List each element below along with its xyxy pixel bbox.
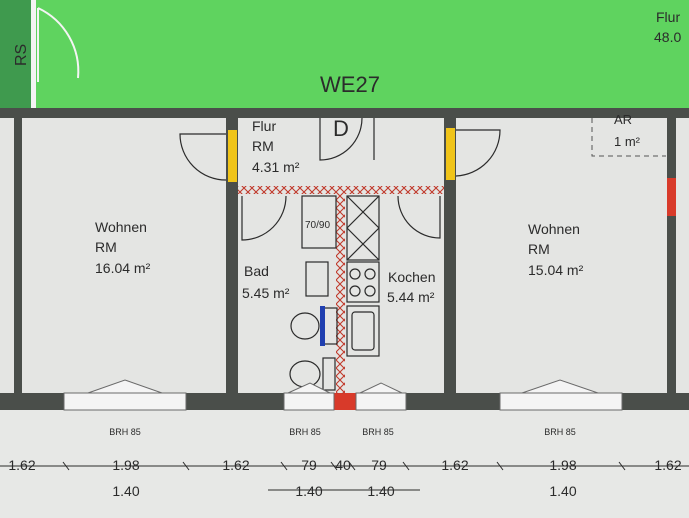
kochen-area: 5.44 m²	[387, 289, 435, 305]
kitchen-sink	[346, 305, 380, 357]
dim-8: 1.98	[549, 457, 576, 473]
dim-4: 79	[301, 457, 317, 473]
accent-red-bottom	[332, 393, 356, 410]
top-right-room: Flur	[656, 9, 680, 25]
dim-tick	[348, 461, 356, 471]
window-4	[499, 392, 623, 411]
flur-sub: RM	[252, 138, 274, 154]
wohnen-right-area: 15.04 m²	[528, 262, 584, 278]
wohnen-left-sub: RM	[95, 239, 117, 255]
dim-tick	[618, 461, 626, 471]
dim-tick	[280, 461, 288, 471]
dim-3: 1.62	[222, 457, 249, 473]
dim-tick	[496, 461, 504, 471]
door-yellow-right	[446, 128, 455, 180]
shower-tray	[301, 195, 337, 249]
exterior-grass	[0, 0, 689, 108]
bad-name: Bad	[244, 263, 269, 279]
washbasin	[305, 261, 329, 297]
kochen-name: Kochen	[388, 269, 435, 285]
dim-tick	[182, 461, 190, 471]
door-swing-entrance	[319, 117, 363, 161]
shower-mark: 70/90	[305, 220, 330, 231]
wohnen-right-name: Wohnen	[528, 221, 580, 237]
window-label-1: BRH 85	[109, 427, 141, 437]
window-label-2: BRH 85	[289, 427, 321, 437]
dim-7: 1.62	[441, 457, 468, 473]
dim-5: 40	[335, 457, 351, 473]
bad-area: 5.45 m²	[242, 285, 290, 301]
window-2	[283, 392, 335, 411]
wall-left	[14, 108, 22, 403]
flur-name: Flur	[252, 118, 276, 134]
ar-closet-outline	[591, 118, 666, 157]
dim-6: 79	[371, 457, 387, 473]
dim-tick	[62, 461, 70, 471]
ar-name: AR	[614, 112, 632, 127]
wall-top	[0, 108, 689, 118]
door-swing-right	[455, 129, 501, 177]
partition-top	[238, 186, 444, 194]
wohnen-left-name: Wohnen	[95, 219, 147, 235]
exterior-white-line	[31, 0, 36, 112]
dim-2: 1.98	[112, 457, 139, 473]
garden-door-icon	[37, 7, 80, 82]
door-swing-kochen	[397, 195, 441, 239]
corner-label: RS	[13, 44, 30, 66]
door-swing-bad	[241, 195, 287, 241]
top-right-area: 48.0	[654, 29, 681, 45]
partition-vertical	[336, 194, 345, 394]
wc-accent	[320, 306, 325, 346]
exterior-dark-strip	[0, 0, 36, 112]
wohnen-left-area: 16.04 m²	[95, 260, 151, 276]
dim-low-2: 1.40	[295, 483, 322, 499]
ar-area: 1 m²	[614, 134, 641, 149]
unit-label: WE27	[320, 72, 380, 97]
door-letter: D	[333, 116, 349, 141]
window-1	[63, 392, 187, 411]
dim-tick	[330, 461, 338, 471]
stove	[346, 261, 380, 303]
dim-9: 1.62	[654, 457, 681, 473]
dim-low-4: 1.40	[549, 483, 576, 499]
window-label-4: BRH 85	[544, 427, 576, 437]
flur-area: 4.31 m²	[252, 159, 300, 175]
dim-tick	[402, 461, 410, 471]
wohnen-right-sub: RM	[528, 241, 550, 257]
accent-red-right	[667, 178, 676, 216]
dim-low-1: 1.40	[112, 483, 139, 499]
window-3	[355, 392, 407, 411]
dim-1: 1.62	[8, 457, 35, 473]
bidet-cistern	[322, 357, 336, 391]
dim-low-3: 1.40	[367, 483, 394, 499]
door-yellow-left	[228, 130, 237, 182]
wc-bowl	[290, 312, 320, 340]
wall-right	[667, 108, 676, 403]
door-swing-left	[179, 133, 227, 181]
wall-mid-right	[444, 108, 456, 403]
window-label-3: BRH 85	[362, 427, 394, 437]
